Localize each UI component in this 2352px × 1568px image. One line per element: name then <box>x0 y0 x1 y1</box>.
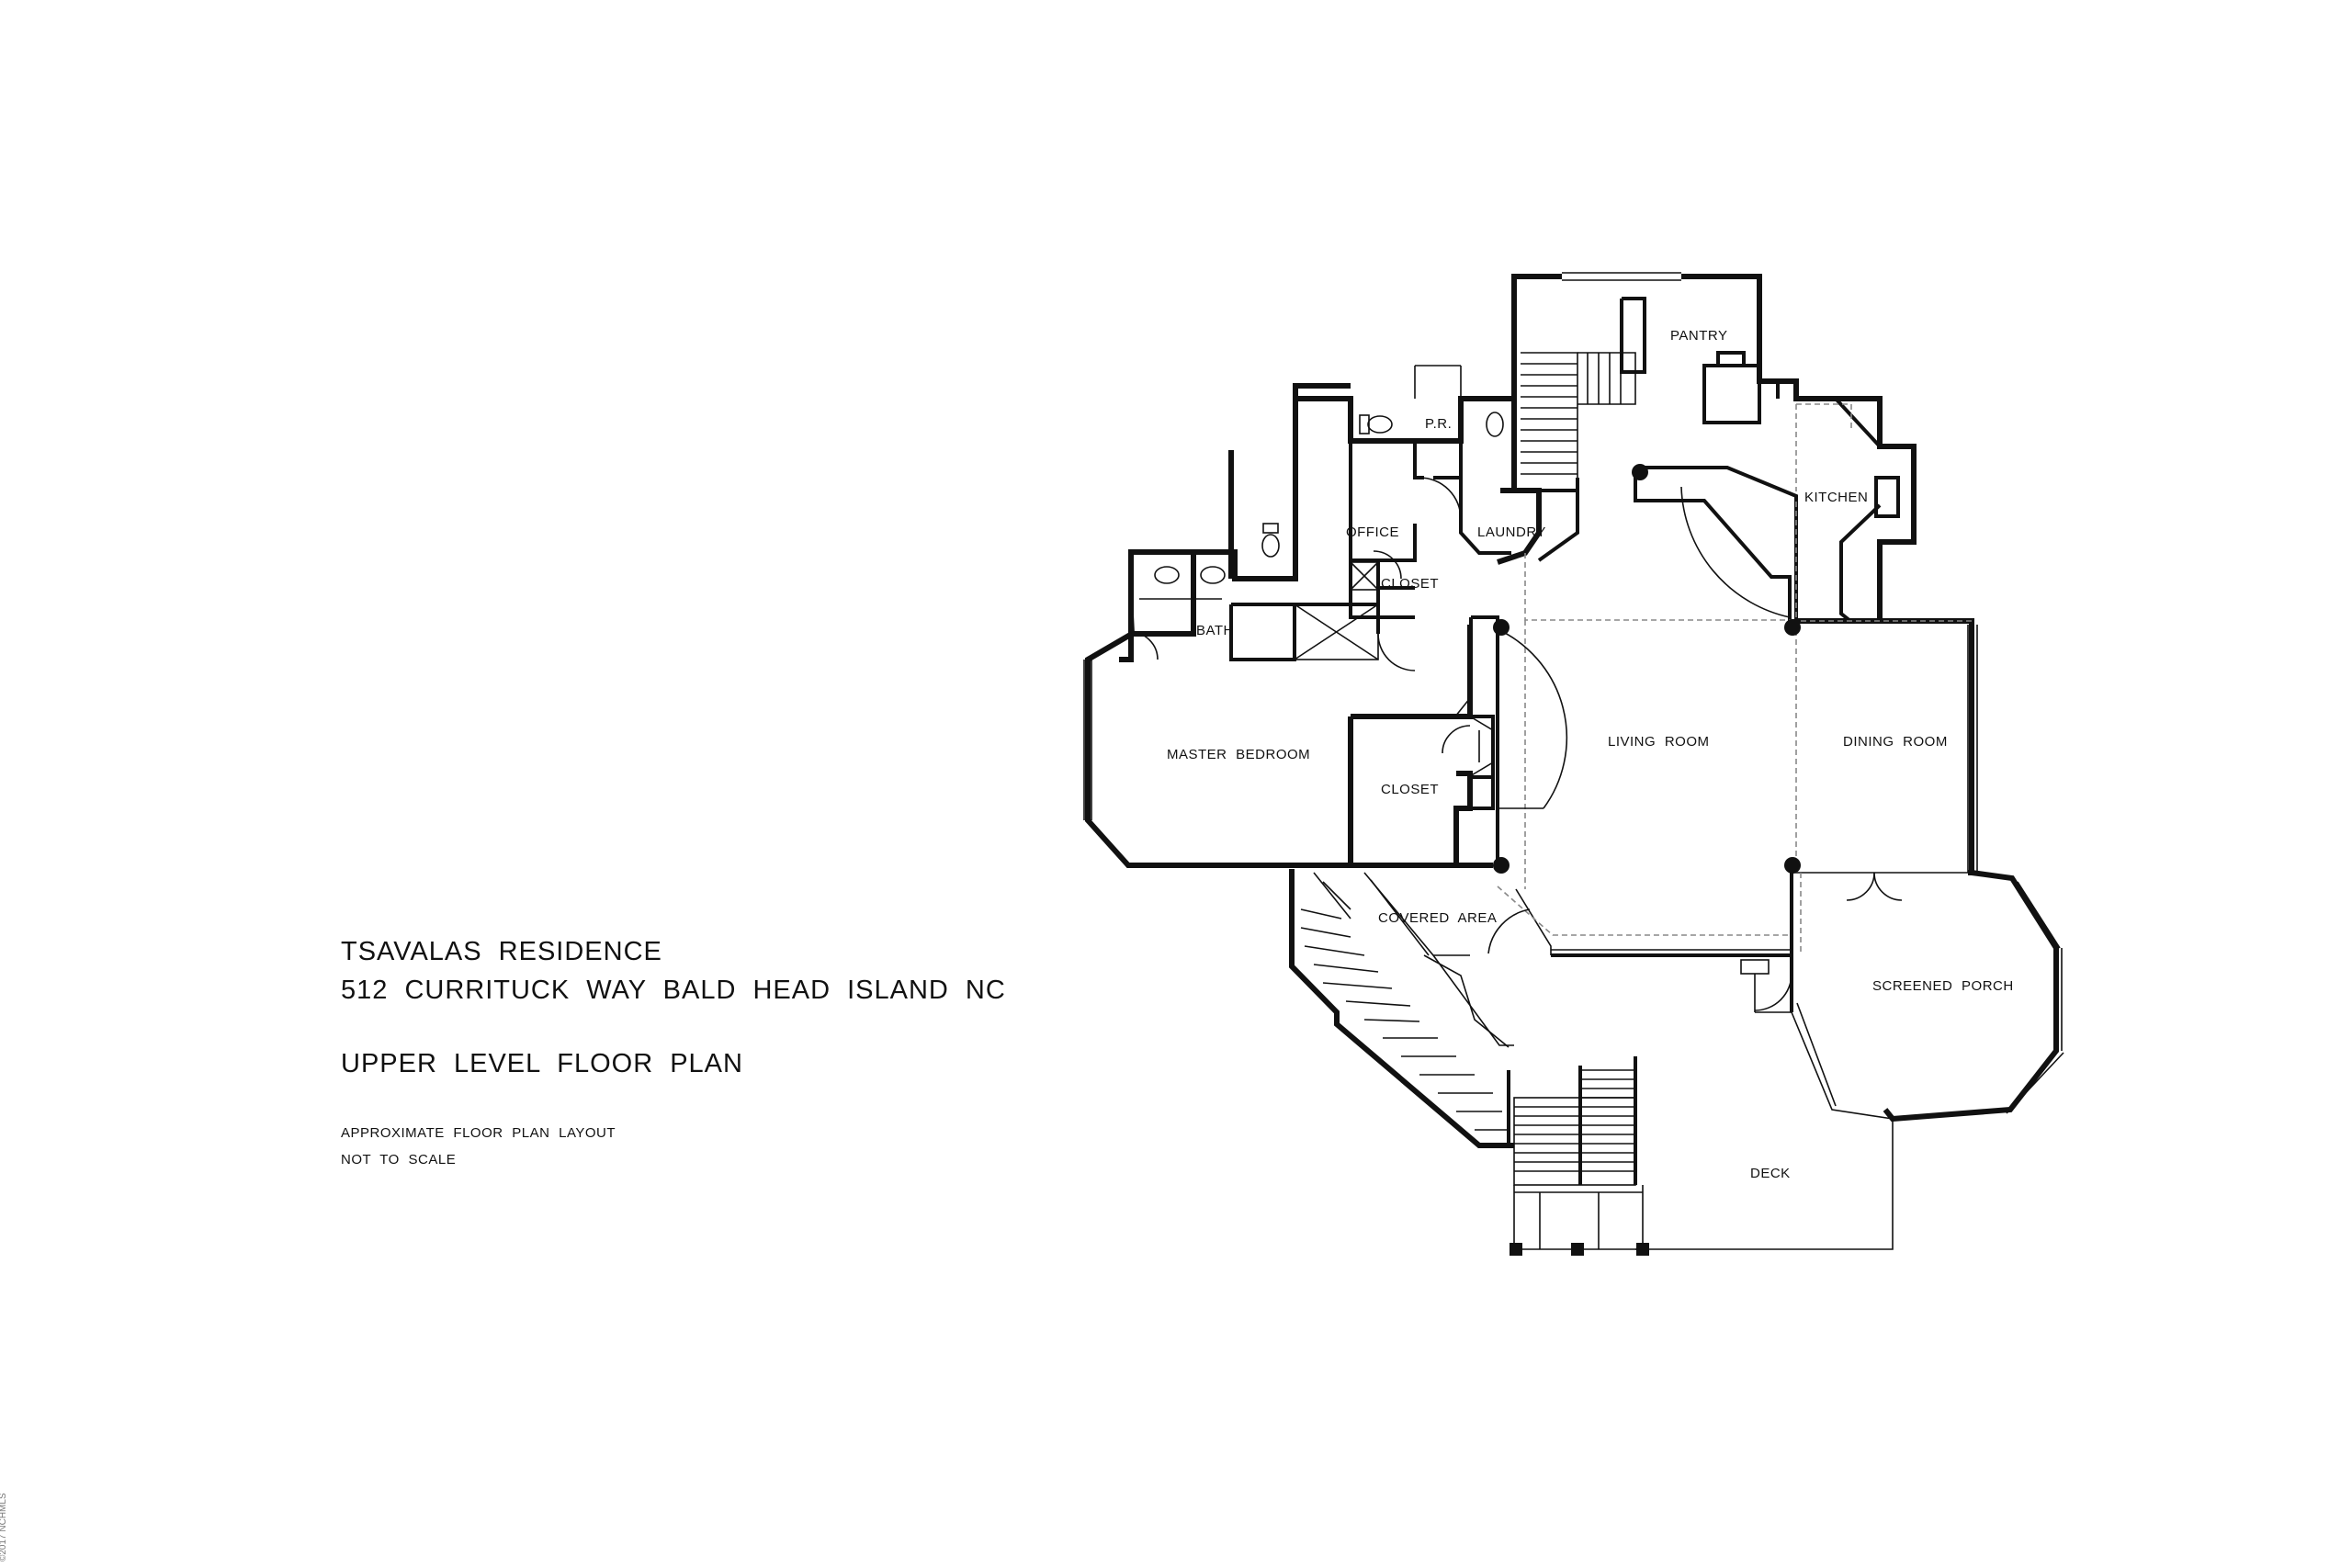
exterior-walls <box>1085 274 2059 1148</box>
label-screened-porch: SCREENED PORCH <box>1872 978 2014 994</box>
label-closet-small: CLOSET <box>1381 576 1439 592</box>
plan-name: UPPER LEVEL FLOOR PLAN <box>341 1049 743 1078</box>
label-office: OFFICE <box>1346 525 1399 540</box>
columns <box>1493 464 1801 1256</box>
label-closet: CLOSET <box>1381 782 1439 797</box>
note-approximate: APPROXIMATE FLOOR PLAN LAYOUT <box>341 1125 616 1141</box>
watermark: ©2017 NCHMLS <box>0 1493 8 1562</box>
label-master-bedroom: MASTER BEDROOM <box>1167 747 1310 762</box>
label-pantry: PANTRY <box>1670 328 1727 344</box>
thin-lines <box>1083 272 2064 1250</box>
label-dining-room: DINING ROOM <box>1843 734 1948 750</box>
label-laundry: LAUNDRY <box>1477 525 1546 540</box>
residence-address: 512 CURRITUCK WAY BALD HEAD ISLAND NC <box>341 976 1006 1005</box>
residence-name: TSAVALAS RESIDENCE <box>341 937 662 966</box>
label-covered-area: COVERED AREA <box>1378 910 1497 926</box>
label-living-room: LIVING ROOM <box>1608 734 1710 750</box>
room-labels: PANTRY P.R. KITCHEN OFFICE LAUNDRY CLOSE… <box>1167 328 2014 1181</box>
label-pr: P.R. <box>1425 416 1452 432</box>
label-deck: DECK <box>1750 1166 1791 1181</box>
note-not-to-scale: NOT TO SCALE <box>341 1152 457 1168</box>
label-kitchen: KITCHEN <box>1804 490 1868 505</box>
interior-walls <box>1229 297 1900 1185</box>
label-bath: BATH <box>1196 623 1234 638</box>
